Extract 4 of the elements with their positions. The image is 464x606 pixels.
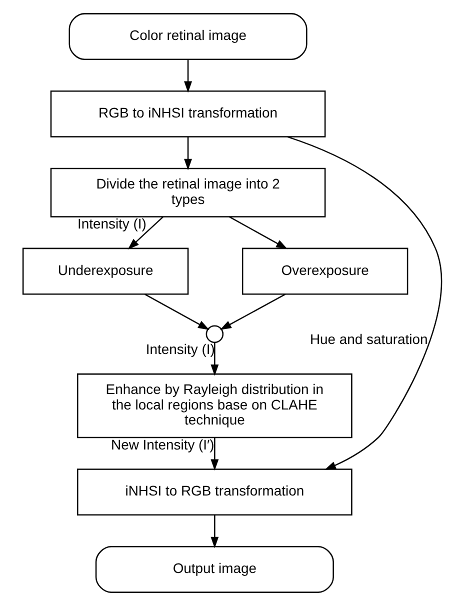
edge-label: Intensity (I) (145, 341, 214, 358)
edge-label: New Intensity (I′) (110, 436, 214, 452)
edge-label: Intensity (I) (77, 215, 146, 232)
edge-label: Hue and saturation (309, 331, 428, 348)
